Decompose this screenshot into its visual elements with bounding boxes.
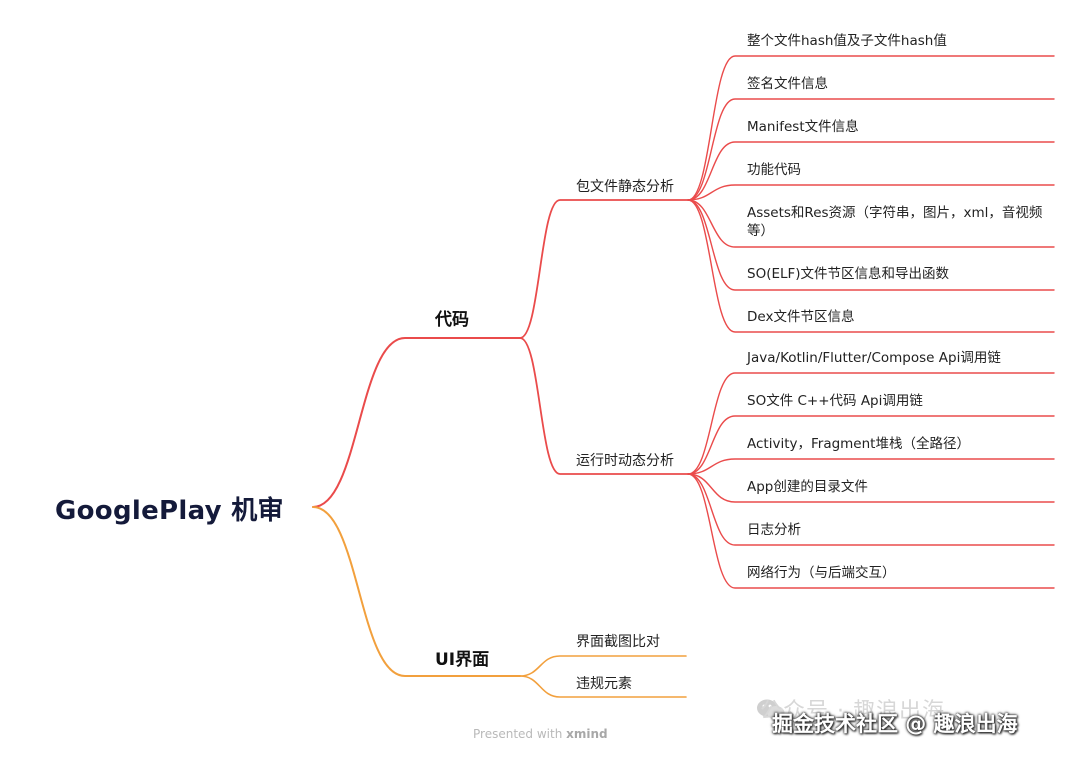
edge-static-leaf-3 xyxy=(687,184,1055,201)
subtopic-dynamic-analysis[interactable]: 运行时动态分析 xyxy=(576,453,674,469)
leaf-dex-sections[interactable]: Dex文件节区信息 xyxy=(747,309,855,325)
edge-dynamic-leaf-3 xyxy=(687,473,1055,503)
edge-root-code xyxy=(312,337,521,508)
topic-ui[interactable]: UI界面 xyxy=(435,650,490,670)
topic-code[interactable]: 代码 xyxy=(435,310,469,330)
edge-static-leaf-4 xyxy=(687,199,1055,248)
edge-dynamic-leaf-1 xyxy=(687,415,1055,475)
leaf-activity-stack[interactable]: Activity，Fragment堆栈（全路径） xyxy=(747,436,970,452)
root-topic[interactable]: GooglePlay 机审 xyxy=(55,496,284,526)
edge-dynamic-leaf-2 xyxy=(687,458,1055,475)
xmind-logo-text: xmind xyxy=(566,727,608,741)
edge-ui-screenshot xyxy=(519,655,687,677)
edge-static-leaf-5 xyxy=(687,199,1055,291)
watermark-juejin: 掘金技术社区 @ 趣浪出海 xyxy=(772,712,1018,736)
leaf-app-directories[interactable]: App创建的目录文件 xyxy=(747,479,868,495)
footer-prefix: Presented with xyxy=(473,727,563,741)
leaf-function-code[interactable]: 功能代码 xyxy=(747,162,801,178)
leaf-signature-info[interactable]: 签名文件信息 xyxy=(747,76,828,92)
leaf-java-api-chain[interactable]: Java/Kotlin/Flutter/Compose Api调用链 xyxy=(747,350,1001,366)
leaf-manifest-info[interactable]: Manifest文件信息 xyxy=(747,119,859,135)
edge-static-leaf-6 xyxy=(687,199,1055,333)
watermark-official-account: 公众号 · 趣浪出海 xyxy=(760,699,945,724)
leaf-so-api-chain[interactable]: SO文件 C++代码 Api调用链 xyxy=(747,393,923,409)
leaf-assets-res[interactable]: Assets和Res资源（字符串，图片，xml，音视频等） xyxy=(747,205,1043,239)
edge-code-static xyxy=(519,199,689,339)
edge-root-ui xyxy=(312,506,521,677)
edge-static-leaf-0 xyxy=(687,55,1055,201)
presented-with-footer: Presented with xmind xyxy=(473,727,608,741)
edge-dynamic-leaf-4 xyxy=(687,473,1055,546)
edge-static-leaf-1 xyxy=(687,98,1055,201)
subtopic-static-analysis[interactable]: 包文件静态分析 xyxy=(576,179,674,195)
edge-dynamic-leaf-5 xyxy=(687,473,1055,589)
leaf-network-behavior[interactable]: 网络行为（与后端交互） xyxy=(747,565,896,581)
subtopic-screenshot-compare[interactable]: 界面截图比对 xyxy=(576,634,660,650)
leaf-file-hash[interactable]: 整个文件hash值及子文件hash值 xyxy=(747,33,947,49)
edge-ui-violation xyxy=(519,675,687,698)
leaf-log-analysis[interactable]: 日志分析 xyxy=(747,522,801,538)
edge-dynamic-leaf-0 xyxy=(687,372,1055,475)
leaf-so-elf[interactable]: SO(ELF)文件节区信息和导出函数 xyxy=(747,266,950,282)
subtopic-violation-elements[interactable]: 违规元素 xyxy=(576,676,632,692)
wechat-icon xyxy=(757,699,785,720)
edge-static-leaf-2 xyxy=(687,141,1055,201)
edge-code-dynamic xyxy=(519,337,689,475)
